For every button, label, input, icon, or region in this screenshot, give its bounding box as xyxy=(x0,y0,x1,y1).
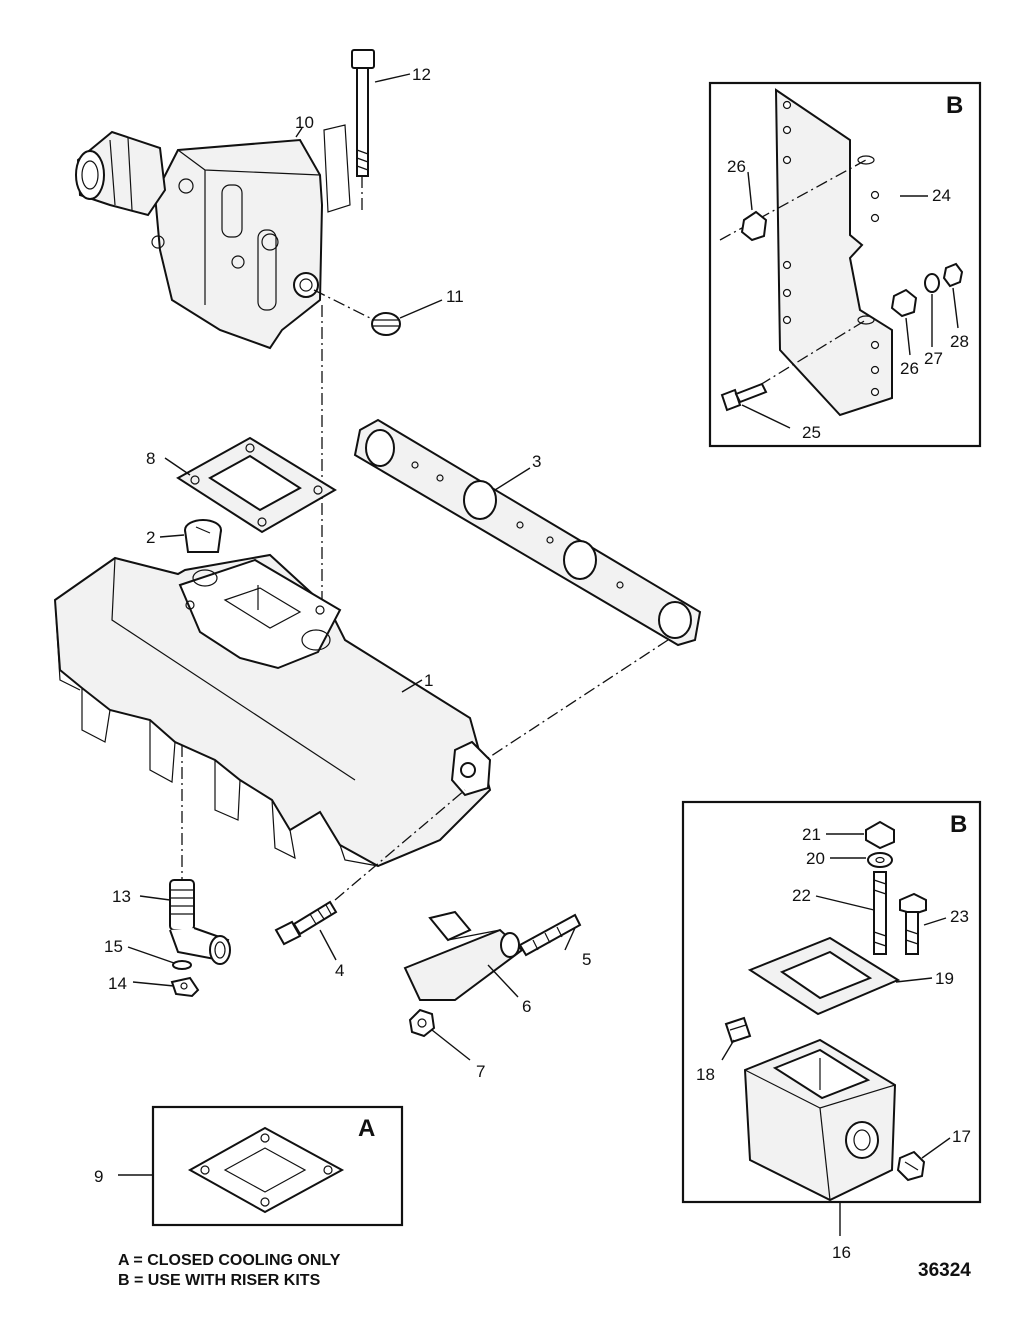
callout-27: 27 xyxy=(924,349,943,368)
callout-17: 17 xyxy=(952,1127,971,1146)
callout-11: 11 xyxy=(446,287,464,306)
callout-16: 16 xyxy=(832,1243,851,1262)
box-b-spacer-plate-kit xyxy=(708,81,982,448)
callout-6: 6 xyxy=(522,997,531,1016)
o-ring-part-15 xyxy=(172,960,192,970)
callout-1: 1 xyxy=(424,671,433,690)
heat-shield-bracket-part-6 xyxy=(403,910,524,1001)
callout-4: 4 xyxy=(335,961,344,980)
gasket-part-3 xyxy=(353,418,702,647)
callout-5: 5 xyxy=(582,950,591,969)
box-letter-a: A xyxy=(358,1115,375,1142)
callout-12: 12 xyxy=(412,65,431,84)
box-letter-b-bottom: B xyxy=(950,811,967,838)
exhaust-elbow-part-10 xyxy=(75,130,324,350)
callout-8: 8 xyxy=(146,449,155,468)
gasket-part-8 xyxy=(176,436,337,534)
callout-10: 10 xyxy=(295,113,314,132)
callout-numbers: 1 2 3 4 5 6 7 8 9 10 11 12 13 14 15 16 1… xyxy=(94,65,971,1262)
note-closed-cooling: A = CLOSED COOLING ONLY xyxy=(118,1252,341,1269)
exhaust-manifold-part-1 xyxy=(53,553,492,868)
note-riser-kits: B = USE WITH RISER KITS xyxy=(118,1272,321,1289)
box-letter-b-top: B xyxy=(946,92,963,119)
alignment-line-gasket-to-manifold xyxy=(484,639,669,761)
callout-19: 19 xyxy=(935,969,954,988)
drain-fitting-part-14 xyxy=(170,976,200,998)
plug-part-2 xyxy=(184,519,222,553)
callout-23: 23 xyxy=(950,907,969,926)
callout-14: 14 xyxy=(108,974,127,993)
callout-24: 24 xyxy=(932,186,951,205)
callout-22: 22 xyxy=(792,886,811,905)
callout-26-bottom: 26 xyxy=(900,359,919,378)
box-a-closed-cooling xyxy=(151,1105,404,1227)
plug-part-11 xyxy=(313,289,401,336)
callout-7: 7 xyxy=(476,1062,485,1081)
stud-part-5 xyxy=(518,913,582,957)
box-b-riser-kit xyxy=(681,800,982,1204)
callout-25: 25 xyxy=(802,423,821,442)
callout-28: 28 xyxy=(950,332,969,351)
figure-number: 36324 xyxy=(918,1260,971,1281)
callout-13: 13 xyxy=(112,887,131,906)
elbow-fitting-part-13 xyxy=(169,879,231,965)
callout-21: 21 xyxy=(802,825,821,844)
callout-15: 15 xyxy=(104,937,123,956)
nut-part-7 xyxy=(408,1008,436,1038)
callout-3: 3 xyxy=(532,452,541,471)
callout-18: 18 xyxy=(696,1065,715,1084)
bolt-part-12 xyxy=(323,49,375,213)
callout-2: 2 xyxy=(146,528,155,547)
bolt-part-4 xyxy=(274,900,338,946)
alignment-line-manifold-to-bolt xyxy=(334,789,466,901)
callout-26-top: 26 xyxy=(727,157,746,176)
leader-lines xyxy=(118,73,959,1236)
callout-9: 9 xyxy=(94,1167,103,1186)
callout-20: 20 xyxy=(806,849,825,868)
